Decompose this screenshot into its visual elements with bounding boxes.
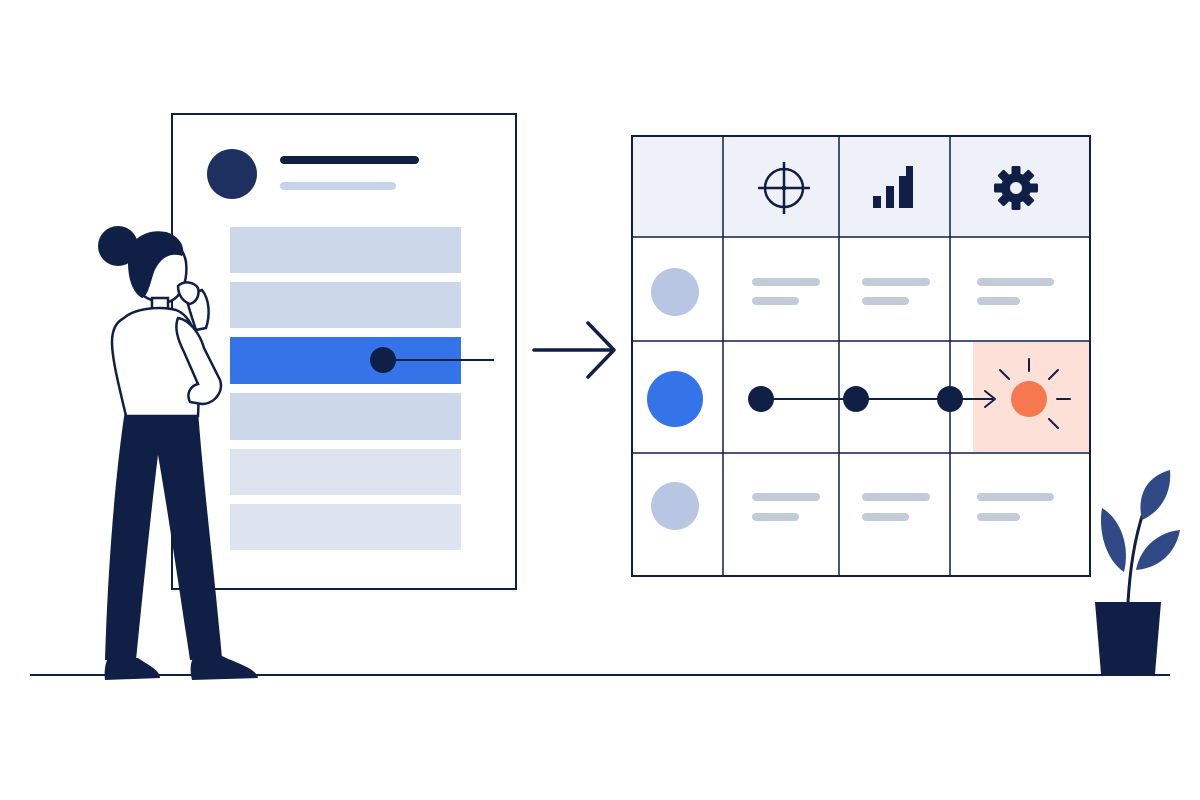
gear-icon[interactable]: [994, 166, 1038, 210]
plant-leaf-right: [1136, 530, 1180, 570]
document-panel: [171, 113, 517, 590]
document-row-2[interactable]: [230, 282, 461, 328]
document-row-4[interactable]: [230, 393, 461, 440]
flow-node-2: [843, 386, 869, 412]
plant-leaf-left: [1100, 508, 1126, 572]
person-shoe-left: [104, 658, 160, 680]
crosshair-icon[interactable]: [758, 162, 810, 214]
person-hand: [176, 281, 200, 306]
person-arm: [175, 316, 223, 406]
flow-node-1: [748, 386, 774, 412]
row-1-placeholder-text: [752, 278, 1054, 305]
row-1-avatar[interactable]: [651, 268, 699, 316]
selection-pointer-dot: [370, 347, 396, 373]
document-row-5[interactable]: [230, 449, 461, 495]
thinking-person: [98, 226, 258, 680]
person-hair-bun: [98, 226, 138, 266]
plant-leaf-top: [1140, 470, 1171, 520]
row-3-placeholder-text: [752, 493, 1054, 521]
flow-connector: [748, 386, 996, 412]
person-hair: [127, 231, 184, 298]
row-2-avatar-active[interactable]: [647, 371, 703, 427]
burst-icon[interactable]: [999, 358, 1071, 429]
flow-node-3: [937, 386, 963, 412]
document-subtitle-bar: [280, 182, 396, 190]
person-shoe-right: [190, 656, 258, 680]
row-3-avatar[interactable]: [651, 482, 699, 530]
bar-chart-icon[interactable]: [873, 166, 913, 208]
grid-panel: [631, 135, 1091, 577]
plant-stem: [1126, 508, 1146, 604]
potted-plant: [1095, 470, 1180, 674]
document-title-bar: [280, 156, 419, 164]
person-trousers: [105, 410, 222, 660]
document-row-6[interactable]: [230, 504, 461, 550]
grid-lines: [633, 137, 1089, 575]
plant-pot: [1095, 602, 1161, 674]
document-avatar: [207, 149, 257, 199]
document-row-1[interactable]: [230, 227, 461, 273]
transition-arrow-icon: [532, 321, 616, 379]
